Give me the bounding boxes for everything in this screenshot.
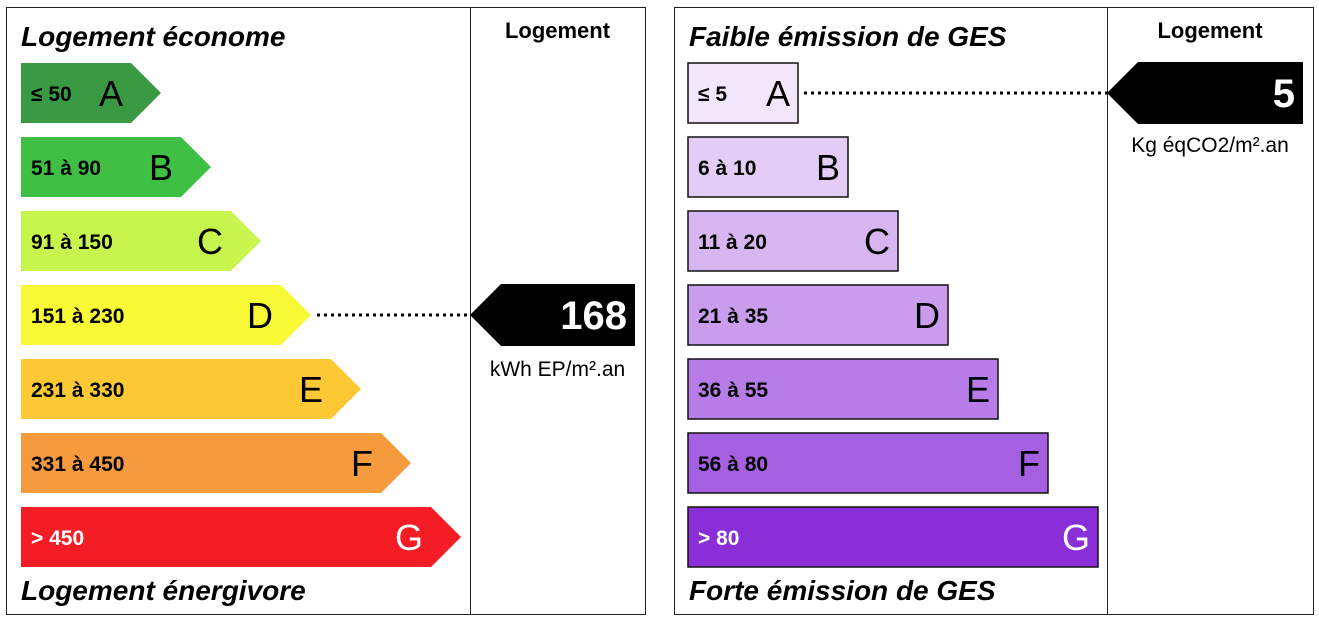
band-bar xyxy=(687,62,799,124)
band-letter: G xyxy=(1062,517,1090,558)
band-bar xyxy=(687,136,849,198)
band-letter: E xyxy=(966,369,990,410)
value-indicator-arrow xyxy=(1107,62,1303,124)
rating-band-a: ≤ 5 A xyxy=(687,62,799,124)
rating-band-c: 11 à 20 C xyxy=(687,210,899,272)
bottom-caption: Forte émission de GES xyxy=(689,575,996,606)
band-bar xyxy=(687,358,999,420)
band-range-label: 11 à 20 xyxy=(698,231,767,254)
band-letter: F xyxy=(1018,443,1040,484)
bottom-caption: Logement énergivore xyxy=(21,575,306,606)
band-range-label: > 450 xyxy=(31,527,84,550)
column-divider xyxy=(1107,8,1108,614)
energy-panel: Logement économe Logement énergivore Log… xyxy=(6,7,646,615)
band-letter: C xyxy=(197,221,223,262)
band-letter: A xyxy=(99,73,123,114)
band-arrow xyxy=(21,507,461,567)
band-letter: C xyxy=(864,221,890,262)
band-letter: D xyxy=(247,295,273,336)
column-header: Logement xyxy=(1157,18,1263,43)
band-range-label: ≤ 50 xyxy=(31,83,72,106)
band-range-label: > 80 xyxy=(698,527,739,550)
column-divider xyxy=(470,8,471,614)
band-letter: D xyxy=(914,295,940,336)
band-arrow xyxy=(21,359,361,419)
rating-band-g: > 450 G xyxy=(21,507,461,567)
band-range-label: 331 à 450 xyxy=(31,453,124,476)
band-letter: B xyxy=(816,147,840,188)
band-letter: B xyxy=(149,147,173,188)
band-bar xyxy=(687,432,1049,494)
band-arrow xyxy=(21,63,161,123)
band-range-label: 36 à 55 xyxy=(698,379,768,402)
rating-band-f: 331 à 450 F xyxy=(21,433,411,493)
value-label: 168 xyxy=(560,294,627,338)
band-arrow xyxy=(21,433,411,493)
value-unit: Kg éqCO2/m².an xyxy=(1131,134,1289,157)
top-caption: Faible émission de GES xyxy=(689,21,1007,52)
band-range-label: 6 à 10 xyxy=(698,157,756,180)
value-unit: kWh EP/m².an xyxy=(489,358,626,381)
rating-band-e: 36 à 55 E xyxy=(687,358,999,420)
band-arrow xyxy=(21,211,261,271)
rating-band-c: 91 à 150 C xyxy=(21,211,261,271)
column-header: Logement xyxy=(504,18,611,43)
band-range-label: 21 à 35 xyxy=(698,305,768,328)
value-label: 5 xyxy=(1273,72,1295,116)
band-letter: A xyxy=(766,73,790,114)
band-range-label: ≤ 5 xyxy=(698,83,727,106)
rating-band-f: 56 à 80 F xyxy=(687,432,1049,494)
rating-band-e: 231 à 330 E xyxy=(21,359,361,419)
energy-rating-chart: ≤ 50 A 51 à 90 B 91 à 150 C 151 à 230 D 231 à 33… xyxy=(21,63,635,567)
band-letter: G xyxy=(395,517,423,558)
rating-band-a: ≤ 50 A xyxy=(21,63,161,123)
band-bar xyxy=(687,506,1099,568)
ges-panel: Faible émission de GES Forte émission de… xyxy=(674,7,1314,615)
band-range-label: 91 à 150 xyxy=(31,231,113,254)
band-range-label: 231 à 330 xyxy=(31,379,124,402)
top-caption: Logement économe xyxy=(21,21,286,52)
rating-band-d: 151 à 230 D xyxy=(21,285,311,345)
band-letter: E xyxy=(299,369,323,410)
band-bar xyxy=(687,284,949,346)
band-arrow xyxy=(21,285,311,345)
rating-band-g: > 80 G xyxy=(687,506,1099,568)
band-bar xyxy=(687,210,899,272)
rating-band-b: 51 à 90 B xyxy=(21,137,211,197)
band-range-label: 56 à 80 xyxy=(698,453,768,476)
band-range-label: 151 à 230 xyxy=(31,305,124,328)
rating-band-b: 6 à 10 B xyxy=(687,136,849,198)
rating-band-d: 21 à 35 D xyxy=(687,284,949,346)
value-indicator-arrow xyxy=(470,284,635,346)
band-arrow xyxy=(21,137,211,197)
band-range-label: 51 à 90 xyxy=(31,157,101,180)
band-letter: F xyxy=(351,443,373,484)
